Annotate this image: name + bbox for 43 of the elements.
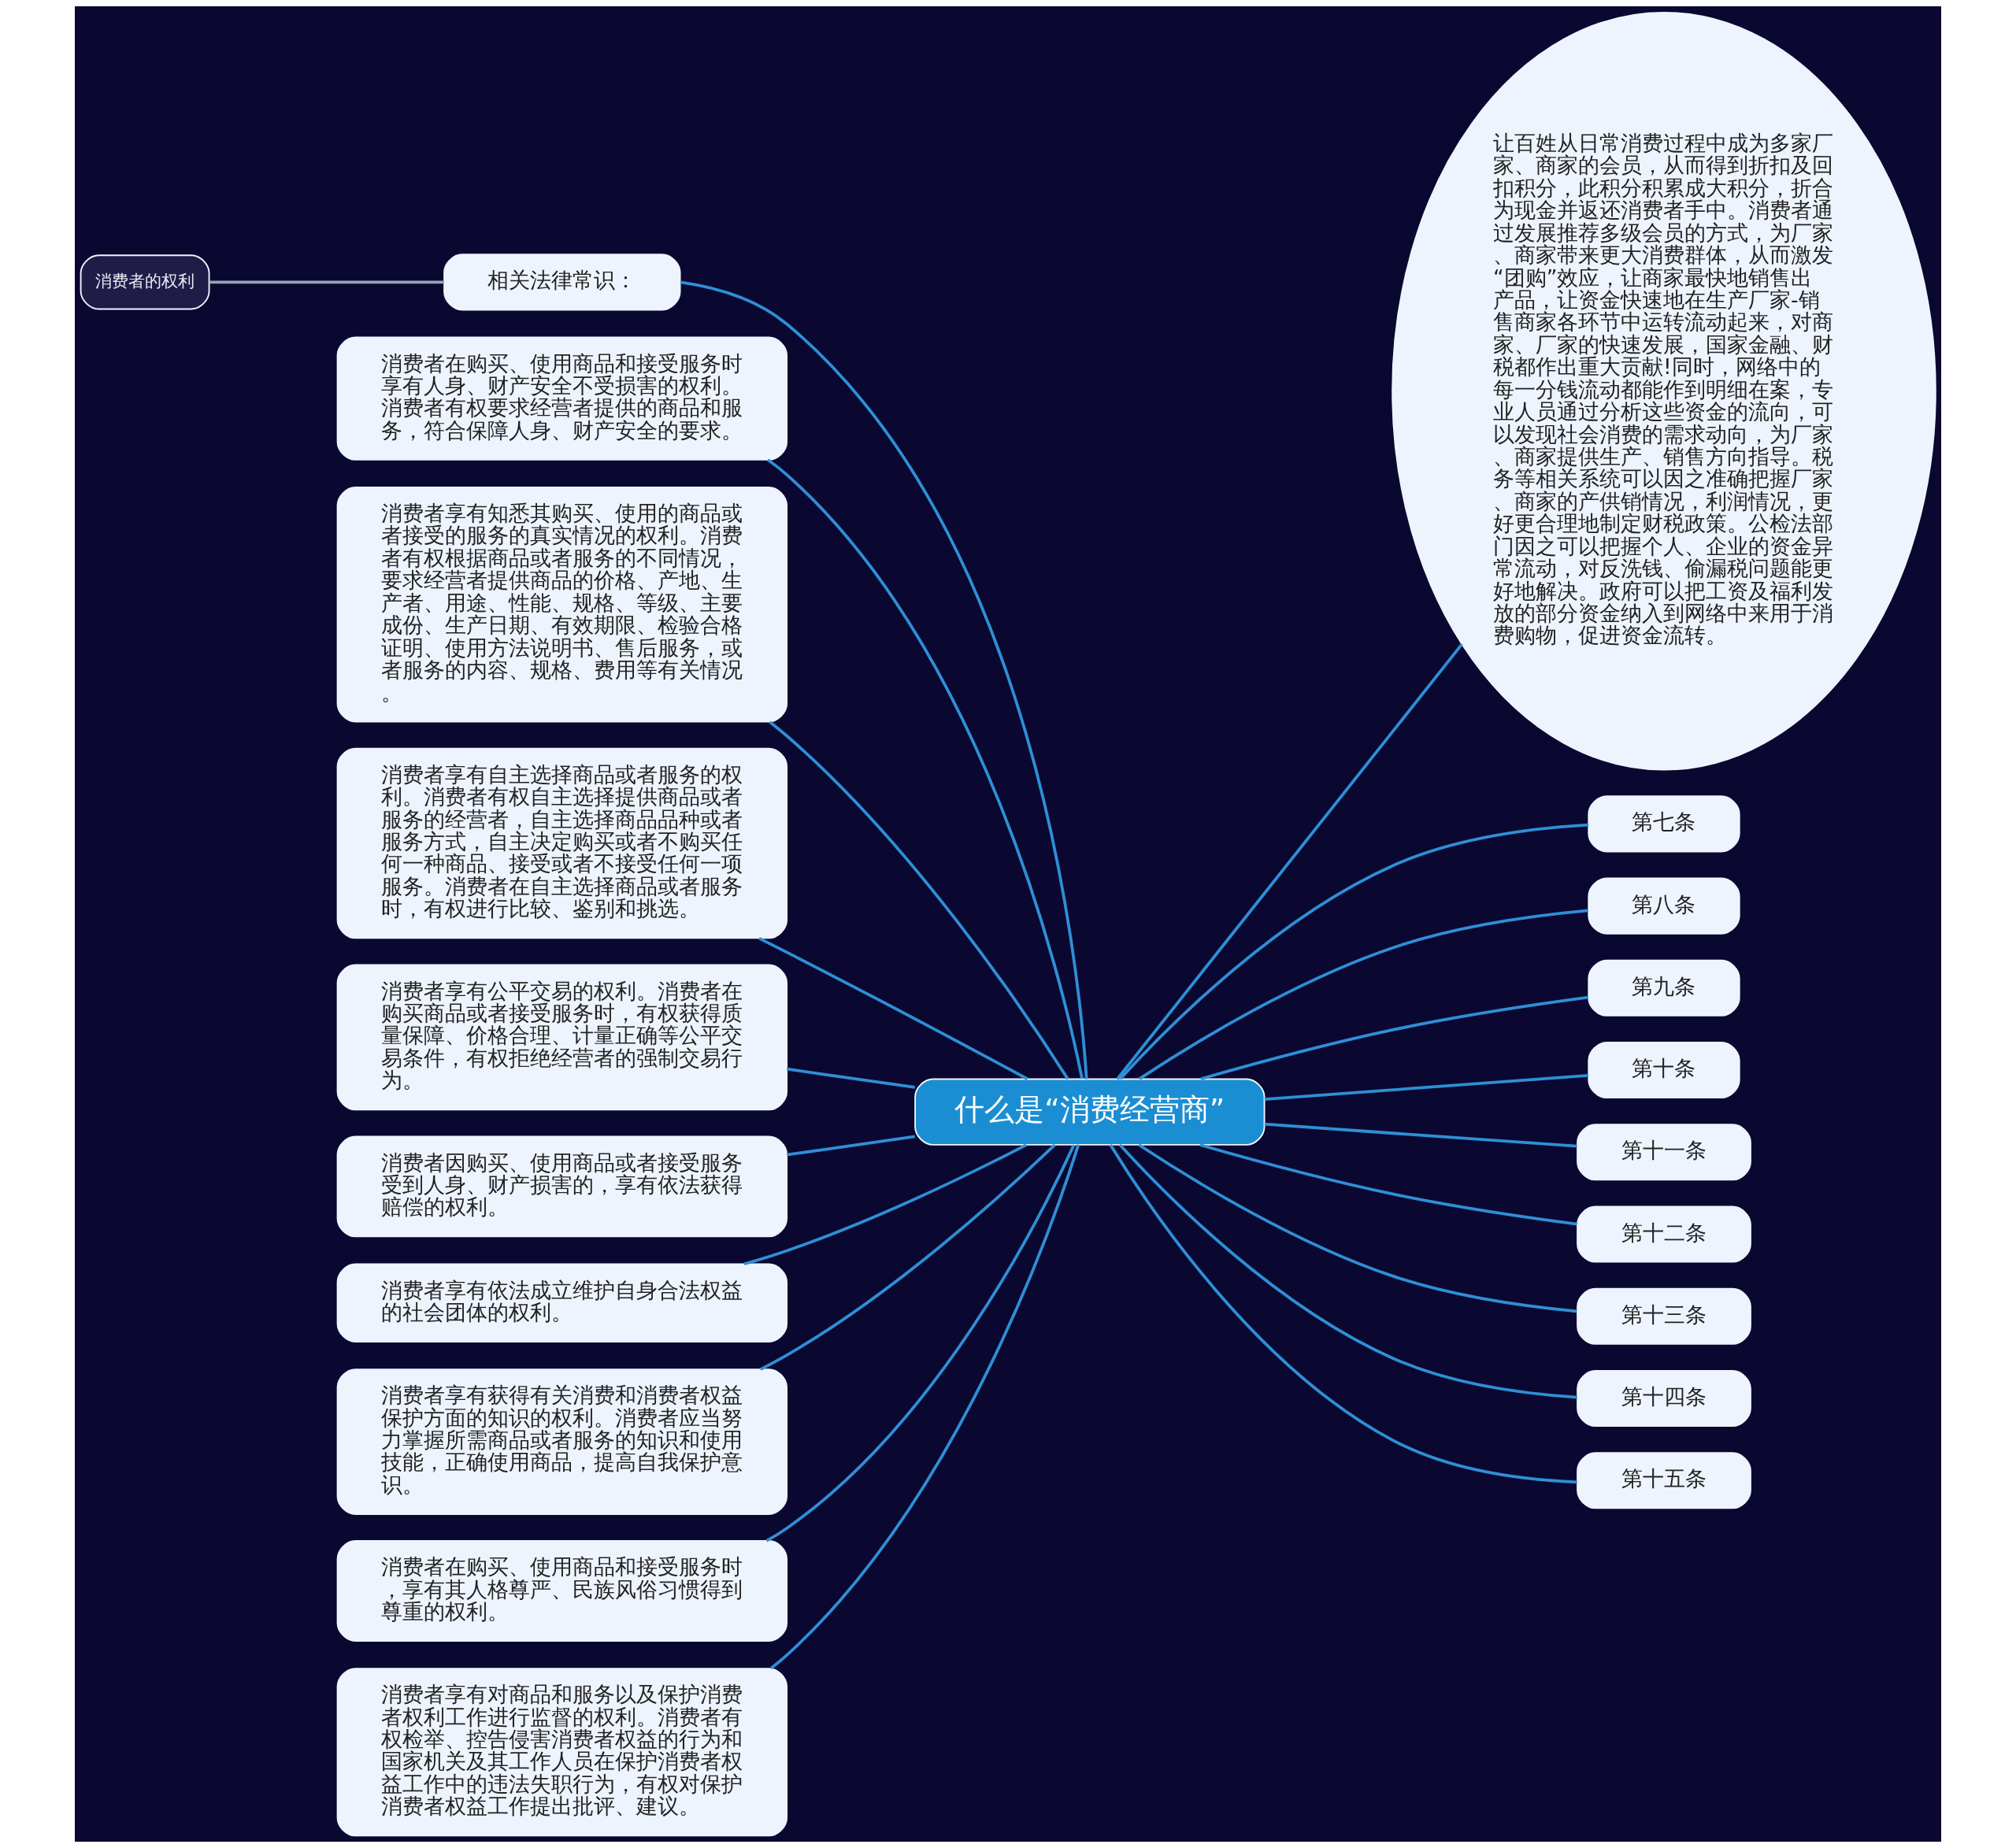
connector: [1199, 1143, 1577, 1226]
node-box: 消费者享有对商品和服务以及保护消费者权利工作进行监督的权利。消费者有权检举、控告侵害消费者权益的行为和国家机关及其工作人员在保护消费者权益工作中的违法失职行为，有权对保护消费者权益工作提出批评、建议。: [336, 1668, 788, 1837]
node-box: 相关法律常识：: [443, 254, 681, 311]
node-ellipse: 让百姓从日常消费过程中成为多家厂家、商家的会员，从而得到折扣及回扣积分，此积分积累成大积分，折合为现金并返还消费者手中。消费者通过发展推荐多级会员的方式，为厂家、商家带来更大消费群体，从而激发“团购”效应，让商家最快地销售出产品，让资金快速地在生产厂家-销售商家各环节中运转流动起来，对商家、厂家的快速发展，国家金融、财税都作出重大贡献!同时，网络中的每一分钱流动都能作到明细在案，专业人员通过分析这些资金的流向，可以发现社会消费的需求动向，为厂家、商家提供生产、销售方向指导。税务等相关系统可以因之准确把握厂家、商家的产供销情况，利润情况，更好更合理地制定财税政策。公检法部门因之可以把握个人、企业的资金异常流动，对反洗钱、偷漏税问题能更好地解决。政府可以把工资及福利发放的部分资金纳入到网络中来用于消费购物，促进资金流转。: [1392, 11, 1936, 771]
node-box: 消费者的权利: [80, 254, 210, 310]
node-box: 第十二条: [1577, 1205, 1751, 1263]
connector: [758, 936, 1028, 1080]
node-box: 消费者因购买、使用商品或者接受服务受到人身、财产损害的，享有依法获得赔偿的权利。: [336, 1135, 788, 1238]
connector: [1109, 1143, 1577, 1484]
node-box: 第十一条: [1577, 1124, 1751, 1181]
connector: [1138, 909, 1588, 1080]
node-box: 消费者在购买、使用商品和接受服务时享有人身、财产安全不受损害的权利。消费者有权要求经营者提供的商品和服务，符合保障人身、财产安全的要求。: [336, 336, 788, 461]
connector: [1200, 995, 1589, 1081]
connector: [786, 1135, 915, 1157]
connector: [769, 720, 1069, 1080]
node-box: 第七条: [1588, 795, 1740, 853]
node-box: 第十四条: [1577, 1370, 1751, 1428]
connector: [680, 280, 1088, 1080]
connector: [759, 1143, 1056, 1371]
connector: [1116, 643, 1463, 1080]
node-box: 第十三条: [1577, 1287, 1751, 1345]
node-box: 消费者享有公平交易的权利。消费者在购买商品或者接受服务时，有权获得质量保障、价格合理、计量正确等公平交易条件，有权拒绝经营者的强制交易行为。: [336, 964, 788, 1111]
node-box: 第十条: [1588, 1042, 1740, 1099]
connector: [766, 458, 1084, 1080]
connector: [786, 1067, 915, 1089]
node-box: 第九条: [1588, 959, 1740, 1017]
node-box: 第八条: [1588, 877, 1740, 935]
node-box: 消费者在购买、使用商品和接受服务时，享有其人格尊严、民族风俗习惯得到尊重的权利。: [336, 1540, 788, 1642]
node-box: 什么是“消费经营商”: [914, 1078, 1266, 1146]
node-box: 消费者享有知悉其购买、使用的商品或者接受的服务的真实情况的权利。消费者有权根据商品或者服务的不同情况，要求经营者提供商品的价格、产地、生产者、用途、性能、规格、等级、主要成份、生产日期、有效期限、检验合格证明、使用方法说明书、售后服务，或者服务的内容、规格、费用等有关情况。: [336, 487, 788, 723]
node-box: 消费者享有依法成立维护自身合法权益的社会团体的权利。: [336, 1263, 788, 1342]
connector: [769, 1144, 1080, 1670]
connector: [1138, 1143, 1577, 1313]
node-box: 第十五条: [1577, 1452, 1751, 1509]
connector: [1119, 823, 1589, 1080]
node-box: 消费者享有自主选择商品或者服务的权利。消费者有权自主选择提供商品或者服务的经营者，自主选择商品品种或者服务方式，自主决定购买或者不购买任何一种商品、接受或者不接受任何一项服务。消费者在自主选择商品或者服务时，有权进行比较、鉴别和挑选。: [336, 747, 788, 939]
connector: [1264, 1122, 1577, 1148]
node-box: 消费者享有获得有关消费和消费者权益保护方面的知识的权利。消费者应当努力掌握所需商品或者服务的知识和使用技能，正确使用商品，提高自我保护意识。: [336, 1368, 788, 1515]
connector: [765, 1144, 1076, 1542]
connector: [1118, 1143, 1577, 1399]
connector: [743, 1143, 1028, 1266]
connector: [1264, 1074, 1589, 1101]
connector: [209, 280, 444, 284]
